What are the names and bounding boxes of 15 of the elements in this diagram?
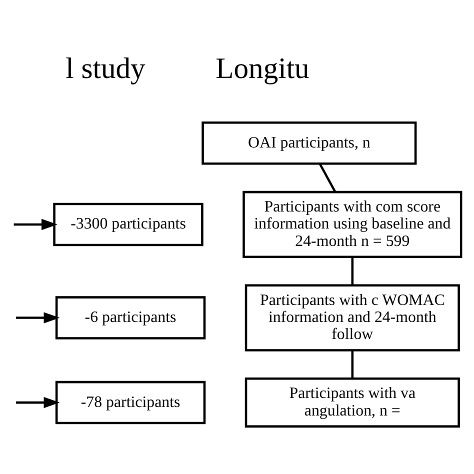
label: l study	[66, 53, 146, 86]
node-box: Participants with com score information using baseline and 24-month n = 599	[242, 190, 462, 258]
label: Longitu	[216, 53, 310, 86]
node-box: -6 participants	[55, 296, 206, 340]
arrow	[16, 312, 60, 324]
node-box: OAI participants, n	[202, 122, 417, 165]
arrow	[14, 218, 58, 230]
node-box: -78 participants	[55, 380, 206, 424]
node-box: Participants with c WOMAC information and 24-month follow	[244, 284, 460, 352]
connector	[318, 163, 336, 193]
arrow	[16, 396, 60, 408]
connector	[351, 256, 354, 286]
node-box: Participants with va angulation, n =	[244, 378, 460, 428]
connector	[351, 350, 354, 378]
node-box: -3300 participants	[53, 202, 204, 246]
